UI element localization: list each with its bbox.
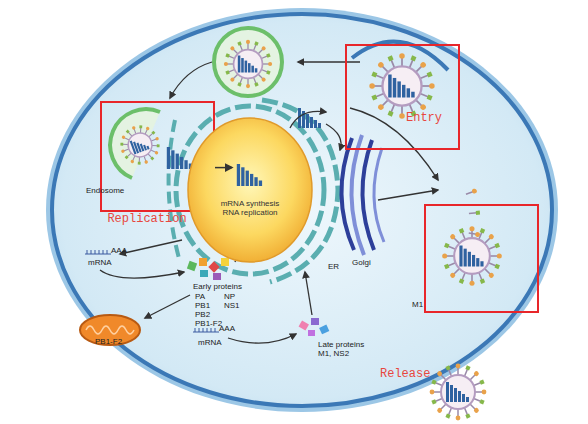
entry-box: Entry	[345, 44, 460, 150]
organelle-label: Endosome	[86, 186, 146, 195]
stage-label: Release	[380, 368, 450, 382]
protein-name: PA	[195, 292, 220, 301]
protein-name: NP	[224, 292, 249, 301]
protein-name: PB1	[195, 301, 220, 310]
nucleus-label: mRNA synthesis RNA replication	[213, 199, 287, 217]
stage-label: Replication	[92, 213, 202, 227]
protein-name: PB2	[195, 310, 220, 319]
nucleus-outline	[188, 118, 312, 262]
organelle-label: Golgi	[352, 258, 387, 267]
nucleus-shape	[185, 115, 315, 265]
poly-a-tail: AAA	[111, 246, 141, 255]
mrna-label: mRNA	[88, 258, 128, 267]
protein-name: NS1	[224, 301, 249, 310]
protein-name: M1	[412, 300, 432, 309]
mrna-label: mRNA	[198, 338, 238, 347]
stage-label: Entry	[393, 112, 455, 126]
mitochondrion-label: PB1-F2	[95, 337, 135, 346]
protein-group-label: Late proteins M1, NS2	[318, 340, 374, 358]
poly-a-tail: AAA	[219, 324, 249, 333]
organelle-label: ER	[328, 262, 348, 271]
nucleus: mRNA synthesis RNA replication	[185, 115, 315, 265]
protein-group-label: Early proteins	[193, 282, 263, 291]
